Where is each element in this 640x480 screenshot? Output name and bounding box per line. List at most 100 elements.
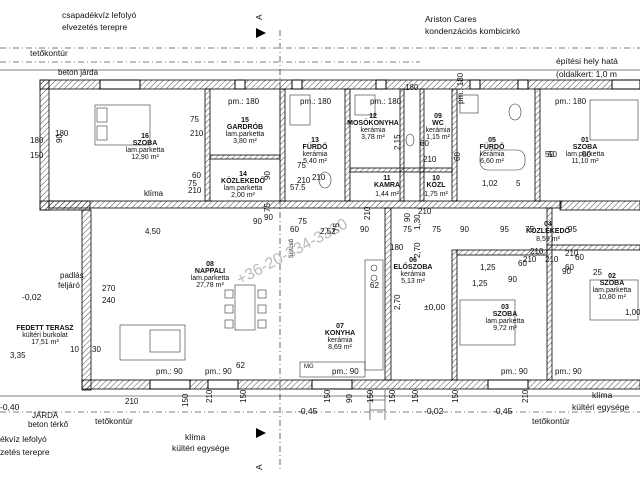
room-area: 6,60 m²: [480, 158, 504, 165]
rain-pipe-note-bottom-2: zetés terepre: [0, 447, 50, 457]
attic-access-label-2: feljáró: [58, 281, 80, 290]
level-front-2: -0,02: [424, 406, 444, 416]
dimension-label: 50: [545, 150, 554, 159]
room-floor: kerámia: [480, 151, 505, 158]
dimension-label: 210: [523, 255, 537, 264]
dimension-label: 60: [565, 263, 574, 272]
room-name: KÖZL: [426, 180, 446, 189]
dimension-label: 210: [312, 173, 326, 182]
dimension-label: 210: [188, 186, 202, 195]
room-number: 04: [544, 221, 552, 228]
room-area: 10,80 m²: [598, 294, 626, 301]
room-number: 08: [206, 261, 214, 268]
room-number: 03: [501, 304, 509, 311]
chimney-label: füstcső: [289, 238, 295, 258]
room-floor: kerámia: [328, 337, 353, 344]
dimension-label: 90: [264, 213, 273, 222]
room-12: 12 MOSÓKONYHA kerámia 3,78 m²: [347, 113, 399, 141]
room-number: 10: [432, 175, 440, 182]
dimension-label: 150: [451, 389, 460, 403]
boiler-label: Ariston Cares: [425, 14, 477, 24]
dimension-label: pm.: 90: [332, 367, 359, 376]
top-windows: [99, 79, 640, 90]
room-name: MOSÓKONYHA: [347, 118, 399, 127]
dimension-label: 75: [525, 225, 534, 234]
room-area: 2,00 m²: [231, 192, 255, 199]
dimension-label: 180: [390, 243, 404, 252]
dimension-label: 75: [188, 179, 197, 188]
dimension-label: 90: [562, 267, 571, 276]
dimension-label: 90: [55, 134, 64, 143]
dimension-label: 1,25: [472, 279, 488, 288]
room-floor: kerámia: [361, 127, 386, 134]
room-05: 05 FÜRDŐ kerámia 6,60 m²: [480, 137, 505, 165]
dimension-label: 5: [516, 179, 521, 188]
room-16: 16 SZOBA lam.parketta 12,90 m²: [126, 133, 165, 161]
section-label-bottom: A: [254, 464, 264, 470]
level-terrace: -0,02: [22, 292, 42, 302]
dimension-label: 90: [460, 225, 469, 234]
room-name: KONYHA: [325, 330, 355, 337]
level-entrance: ±0,00: [424, 302, 445, 312]
room-area: 9,72 m²: [493, 325, 517, 332]
outer-wall-right-step: [559, 200, 640, 211]
dimension-label: 90: [263, 171, 272, 180]
room-area: 3,78 m²: [361, 134, 385, 141]
room-number: 05: [488, 137, 496, 144]
section-label-top: A: [254, 14, 264, 20]
rain-pipe-note-bottom: ékvíz lefolyó: [0, 434, 47, 444]
outer-wall-left-living: [81, 209, 92, 391]
section-marker-top: A: [254, 14, 266, 38]
attic-access-label: padlás: [60, 271, 84, 280]
dimension-label: 1,02: [482, 179, 498, 188]
dimension-label: 60: [575, 253, 584, 262]
dimension-label: 2,70: [413, 242, 422, 258]
dimension-label: 150: [388, 389, 397, 403]
dimension-label: pm.: 180: [228, 97, 260, 106]
dimension-label: 60: [453, 152, 462, 161]
dimension-label: 10: [70, 345, 79, 354]
dimension-label: 50: [548, 150, 557, 159]
room-area: 27,78 m²: [196, 282, 224, 289]
outer-wall-left-bedroom: [39, 79, 50, 211]
room-name: KÖZLEKEDŐ: [221, 176, 266, 185]
building-line-label: építési hely hatá: [556, 56, 618, 66]
dimension-label: 75: [297, 161, 306, 170]
room-number: 15: [241, 117, 249, 124]
room-floor: kültéri burkolat: [22, 332, 68, 339]
room-name: FÜRDŐ: [480, 142, 505, 151]
room-number: 13: [311, 137, 319, 144]
room-number: 07: [336, 323, 344, 330]
dimension-label: 150: [366, 389, 375, 403]
dimension-label: 4,50: [145, 227, 161, 236]
ac-outdoor-label-right: klíma: [592, 390, 613, 400]
room-01: 01 SZOBA lam.parketta 11,10 m²: [566, 137, 605, 165]
roof-outline-label-bottom-left: tetőkontúr: [95, 416, 133, 426]
room-floor: lam.parketta: [226, 131, 265, 138]
dimension-label: 210: [545, 255, 559, 264]
level-front-1: -0,45: [298, 406, 318, 416]
dimension-label: 62: [370, 281, 379, 290]
room-name: ELŐSZOBA: [394, 262, 433, 271]
room-number: 12: [369, 113, 377, 120]
covered-terrace: FEDETT TERASZ kültéri burkolat 17,51 m²: [16, 325, 74, 346]
room-number: 16: [141, 133, 149, 140]
room-11: 11 KAMRA 1,44 m²: [374, 175, 400, 198]
dimension-label: 75: [332, 223, 341, 232]
room-name: NAPPALI: [195, 268, 225, 275]
room-number: 14: [239, 171, 247, 178]
room-13: 13 FÜRDŐ kerámia 5,40 m²: [303, 137, 328, 165]
room-floor: lam.parketta: [593, 287, 632, 294]
ac-outdoor-label-bottom-2: kültéri egysége: [172, 443, 229, 453]
dimension-label: 1,30: [413, 214, 422, 230]
room-area: 8,69 m²: [328, 344, 352, 351]
dimension-label: 210: [565, 249, 579, 258]
dimension-label: 30: [92, 345, 101, 354]
room-number: 09: [434, 113, 442, 120]
dimension-label: 90: [403, 213, 412, 222]
room-14: 14 KÖZLEKEDŐ lam.parketta 2,00 m²: [221, 171, 266, 199]
room-06: 06 ELŐSZOBA kerámia 5,13 m²: [394, 257, 433, 285]
bedroom-16-bed: [94, 104, 151, 146]
room-floor: kerámia: [426, 127, 451, 134]
